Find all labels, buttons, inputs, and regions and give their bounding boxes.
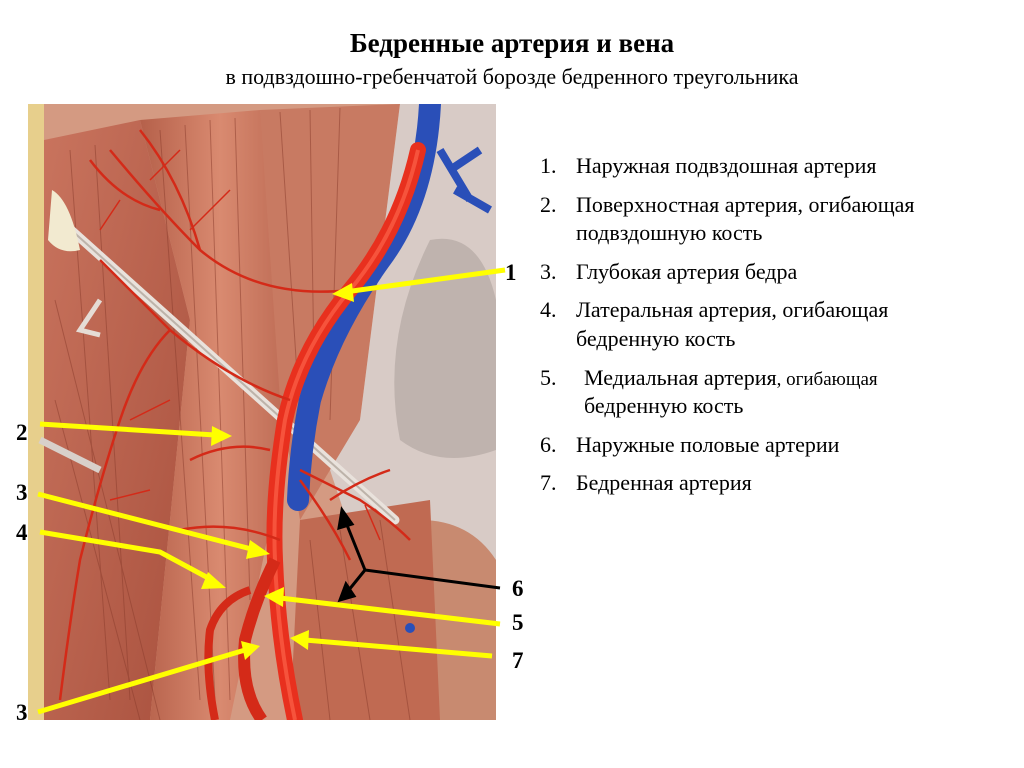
dissection-image bbox=[28, 104, 496, 720]
legend-item-2: 2. Поверхностная артерия, огибающая подв… bbox=[540, 191, 915, 246]
marker-5: 5 bbox=[512, 610, 524, 635]
legend-item-4: 4. Латеральная артерия, огибающая бедрен… bbox=[540, 297, 889, 351]
legend-item-6: 6. Наружные половые артерии bbox=[540, 431, 840, 457]
pointer-arrows bbox=[37, 267, 506, 715]
page-subtitle: в подвздошно-гребенчатой борозде бедренн… bbox=[225, 64, 799, 89]
marker-4: 4 bbox=[16, 520, 28, 545]
page-title: Бедренные артерия и вена bbox=[349, 28, 675, 58]
marker-3-bottom: 3 bbox=[16, 700, 28, 725]
marker-2: 2 bbox=[16, 420, 28, 445]
legend-item-3: 3. Глубокая артерия бедра bbox=[540, 258, 798, 284]
legend-item-5: 5. Медиальная артерия, огибающая бедренн… bbox=[540, 364, 878, 419]
marker-6: 6 bbox=[512, 576, 524, 601]
marker-7: 7 bbox=[512, 648, 524, 673]
legend-list: 1. Наружная подвздошная артерия 2. Повер… bbox=[540, 152, 1020, 508]
legend-item-7: 7. Бедренная артерия bbox=[540, 470, 752, 496]
legend-item-1: 1. Наружная подвздошная артерия bbox=[540, 153, 877, 178]
marker-1: 1 bbox=[505, 260, 517, 285]
marker-3-top: 3 bbox=[16, 480, 28, 505]
pointer-lines-6 bbox=[337, 506, 501, 603]
